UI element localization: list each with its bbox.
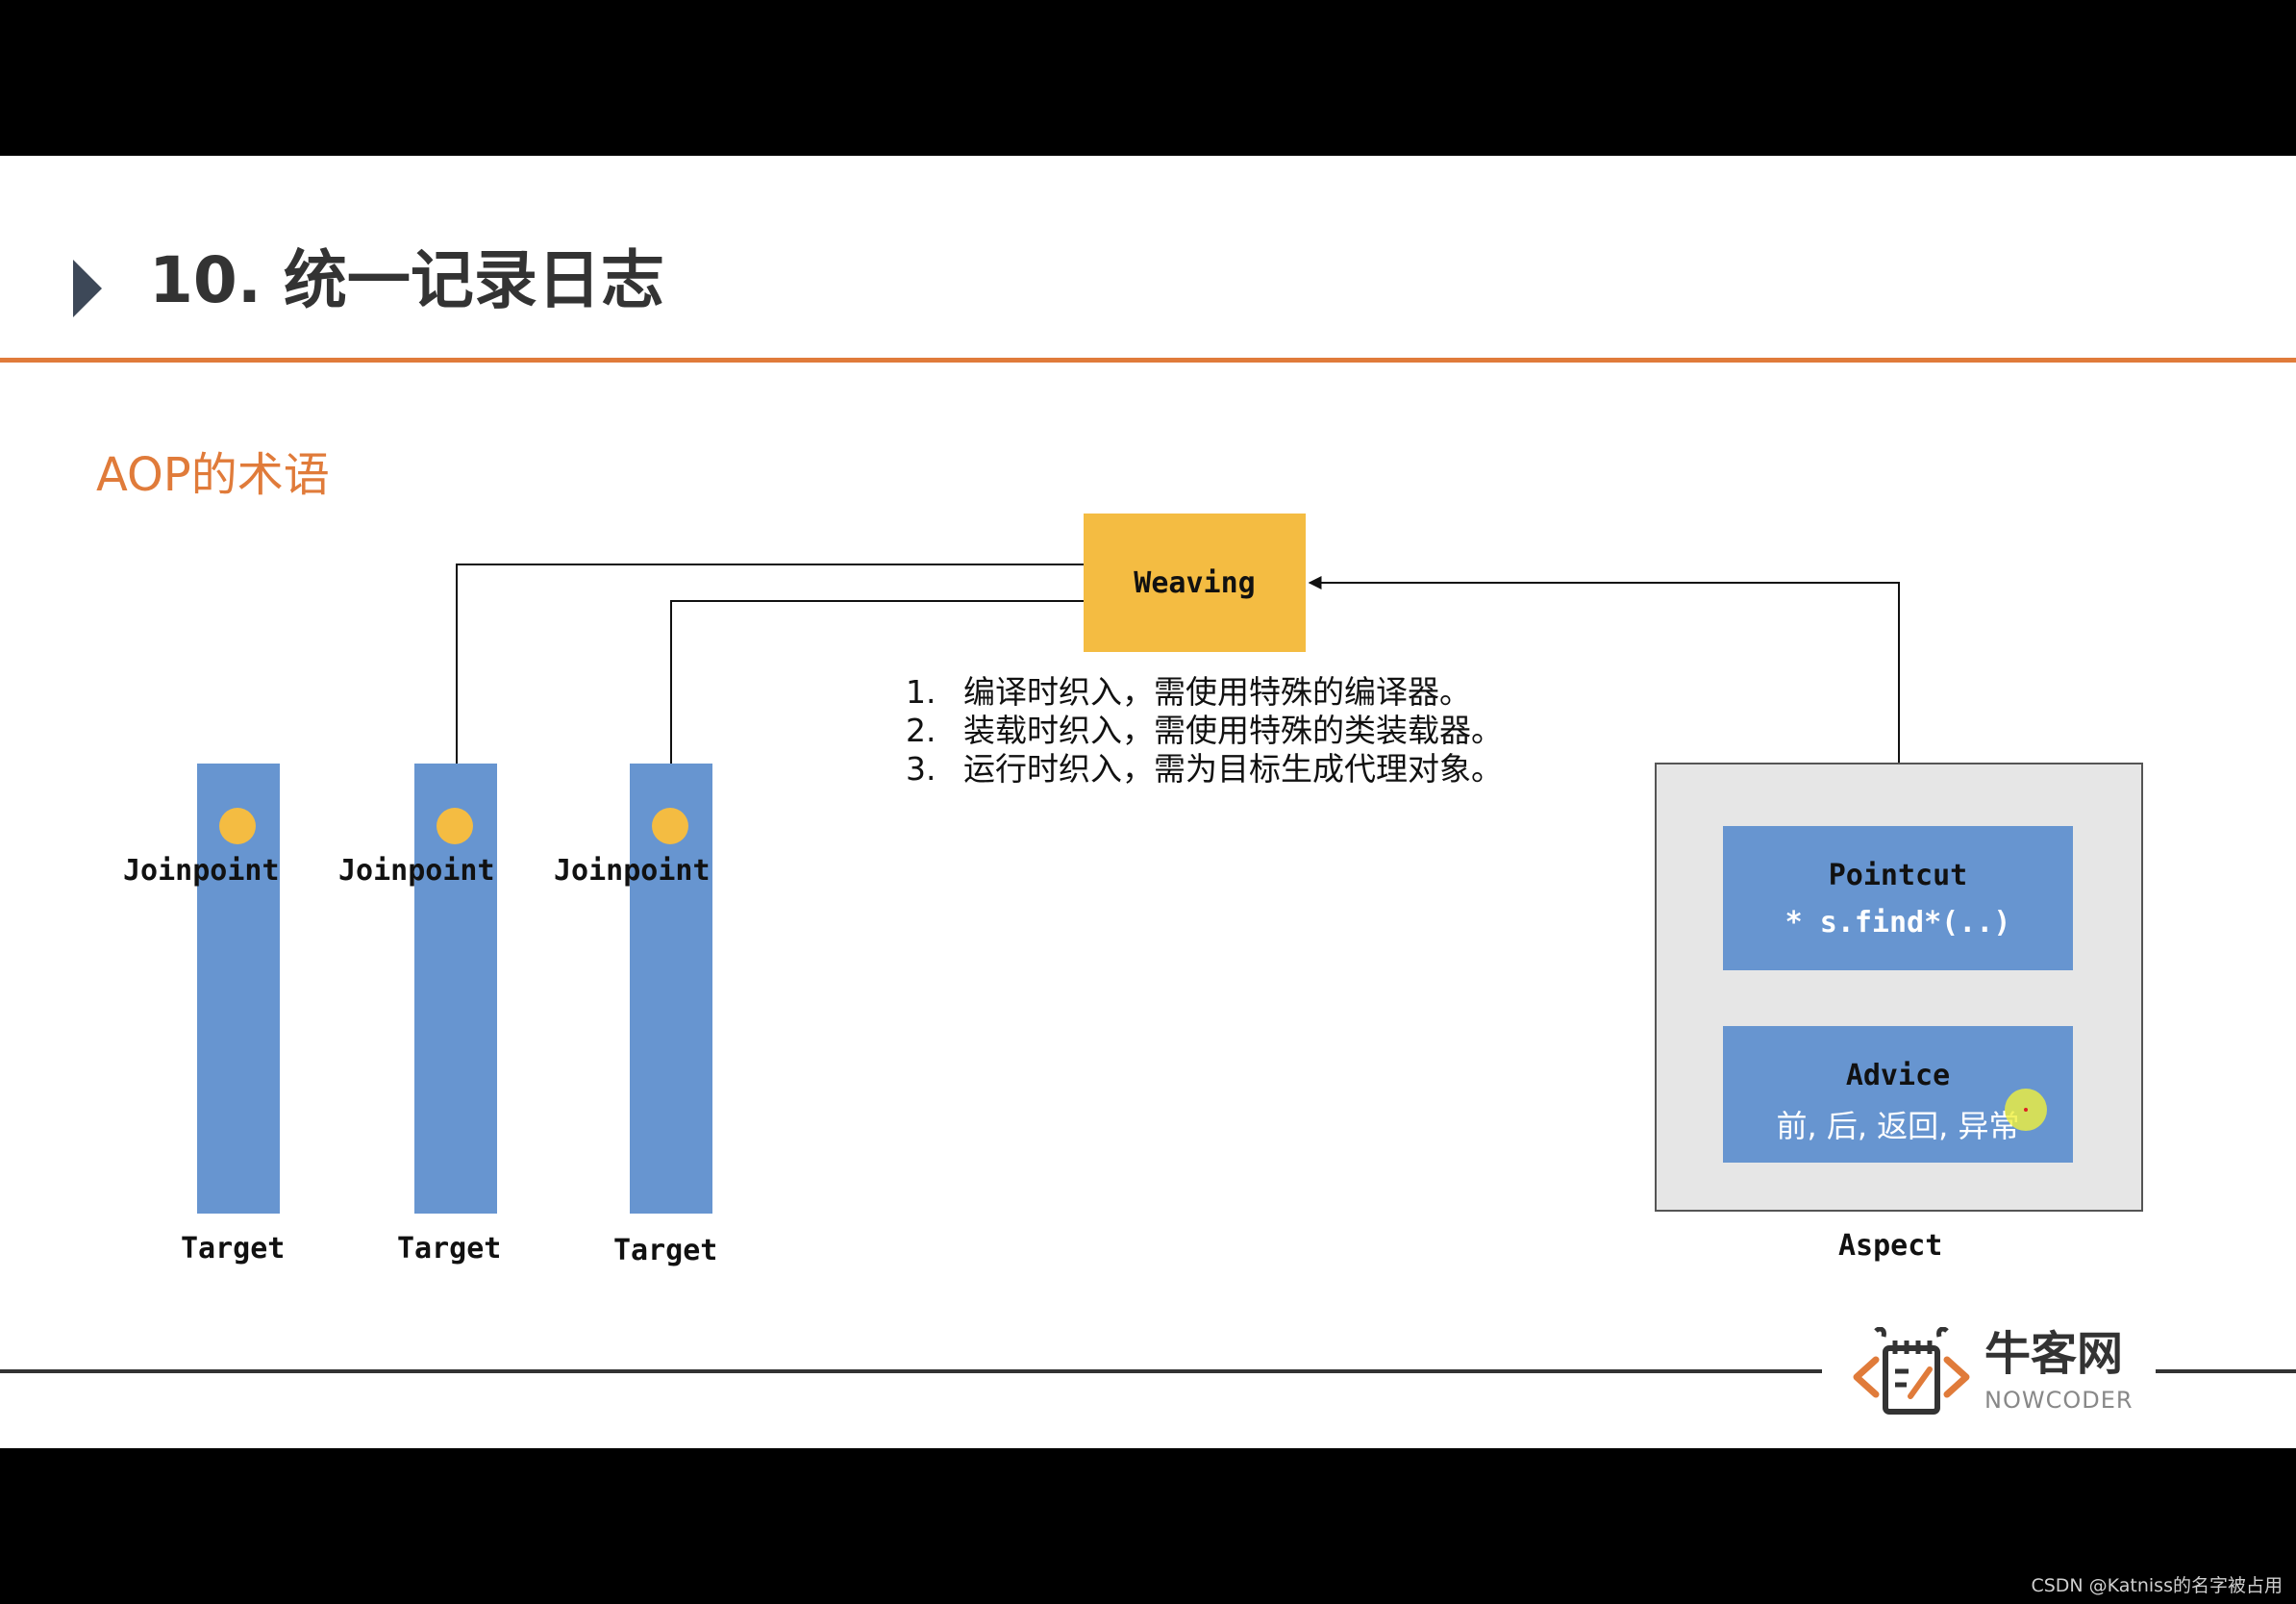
joinpoint-dot <box>437 808 473 844</box>
footer-rule-right <box>2156 1369 2296 1373</box>
weaving-to-joinpoint-3-arrow <box>664 600 1084 808</box>
title-divider <box>0 358 2296 363</box>
target-label: Target <box>181 1232 286 1266</box>
logo-chinese-name: 牛客网 <box>1984 1327 2124 1381</box>
logo-english-name: NOWCODER <box>1984 1387 2134 1414</box>
aspect-label: Aspect <box>1838 1229 1943 1263</box>
weaving-step: 3.运行时织入，需为目标生成代理对象。 <box>906 750 1503 788</box>
pointcut-box: Pointcut * s.find*(..) <box>1723 826 2073 970</box>
section-subtitle: AOP的术语 <box>96 448 330 502</box>
joinpoint-label: Joinpoint <box>123 854 280 888</box>
joinpoint-dot <box>219 808 256 844</box>
aspect-to-weaving-arrow <box>1308 576 1900 763</box>
footer-rule-left <box>0 1369 1822 1373</box>
csdn-watermark: CSDN @Katniss的名字被占用 <box>2031 1575 2283 1596</box>
weaving-box: Weaving <box>1084 514 1306 652</box>
target-label: Target <box>397 1232 502 1266</box>
weaving-to-joinpoint-2-arrow <box>450 564 1084 808</box>
joinpoint-label: Joinpoint <box>338 854 495 888</box>
title-triangle-icon <box>73 260 102 317</box>
slide-title: 10. 统一记录日志 <box>149 243 664 317</box>
advice-title: Advice <box>1845 1059 1951 1092</box>
weaving-steps-list: 1.编译时织入，需使用特殊的编译器。 2.装载时织入，需使用特殊的类装载器。 3… <box>906 673 1503 789</box>
joinpoint-dot <box>652 808 688 844</box>
target-label: Target <box>613 1234 718 1267</box>
mouse-cursor-highlight <box>2005 1089 2047 1131</box>
pointcut-expression: * s.find*(..) <box>1784 906 2011 940</box>
joinpoint-label: Joinpoint <box>554 854 711 888</box>
code-edit-icon <box>1853 1327 1970 1415</box>
weaving-step: 2.装载时织入，需使用特殊的类装载器。 <box>906 712 1503 749</box>
weaving-step: 1.编译时织入，需使用特殊的编译器。 <box>906 673 1471 711</box>
advice-kinds: 前, 后, 返回, 异常 <box>1776 1108 2020 1144</box>
pointcut-title: Pointcut <box>1828 859 1968 892</box>
